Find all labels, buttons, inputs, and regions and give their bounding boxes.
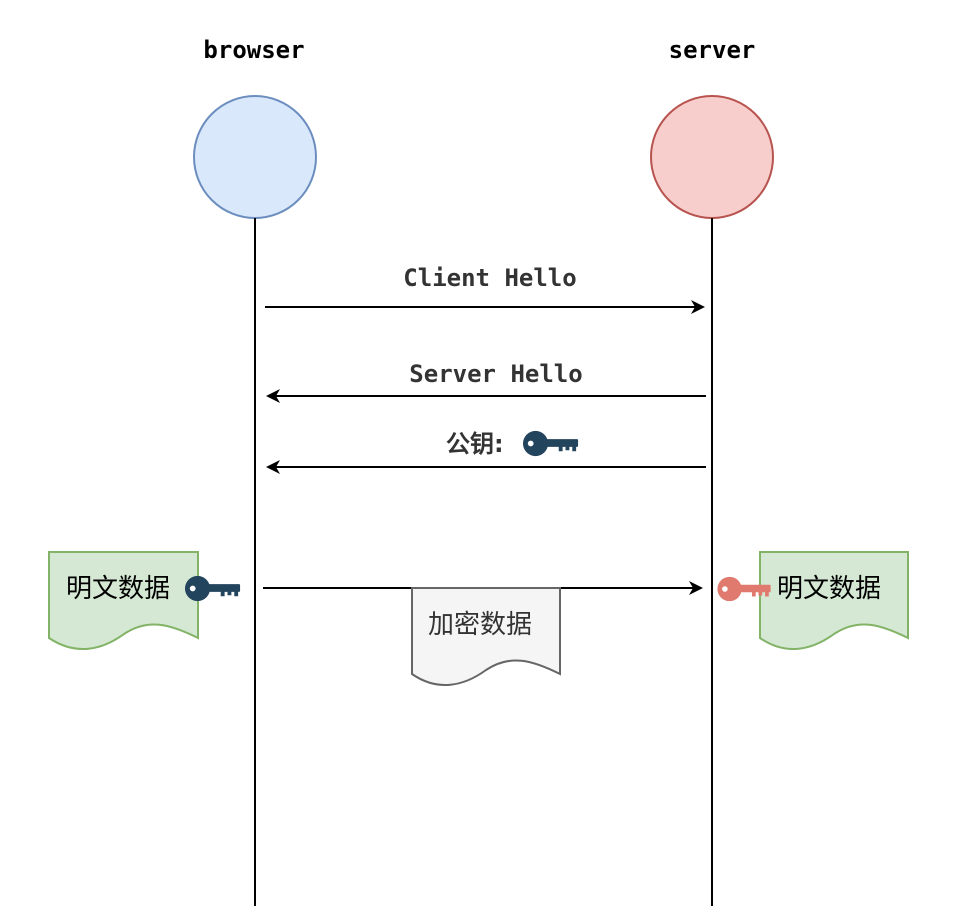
right-plaintext-document: [759, 551, 909, 650]
browser-node: [193, 95, 317, 219]
encrypted-document: [411, 587, 561, 686]
browser-label: browser: [203, 36, 304, 64]
server-hello-label: Server Hello: [409, 360, 582, 388]
browser-key-icon: [184, 575, 241, 602]
public-key-label: 公钥:: [446, 430, 504, 458]
right-plaintext-label: 明文数据: [777, 574, 881, 604]
left-plaintext-document: [48, 551, 199, 650]
server-label: server: [669, 36, 756, 64]
client-hello-label: Client Hello: [403, 264, 576, 292]
public-key-icon: [522, 430, 579, 457]
left-plaintext-label: 明文数据: [66, 574, 170, 604]
server-node: [650, 95, 774, 219]
encrypted-label: 加密数据: [428, 610, 532, 640]
